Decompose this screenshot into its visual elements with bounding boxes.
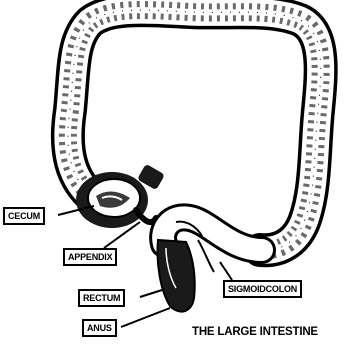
rectum-label: RECTUM [78,289,125,307]
appendix-label: APPENDIX [63,248,117,266]
sigmoid-leader [220,262,232,280]
diagram-title: THE LARGE INTESTINE [192,326,318,338]
sigmoid-colon-label: SIGMOIDCOLON [223,280,302,298]
anus-label: ANUS [82,319,117,337]
rectum-leader [140,290,162,297]
cecum-label: CECUM [3,207,45,225]
anus-leader [121,308,170,327]
